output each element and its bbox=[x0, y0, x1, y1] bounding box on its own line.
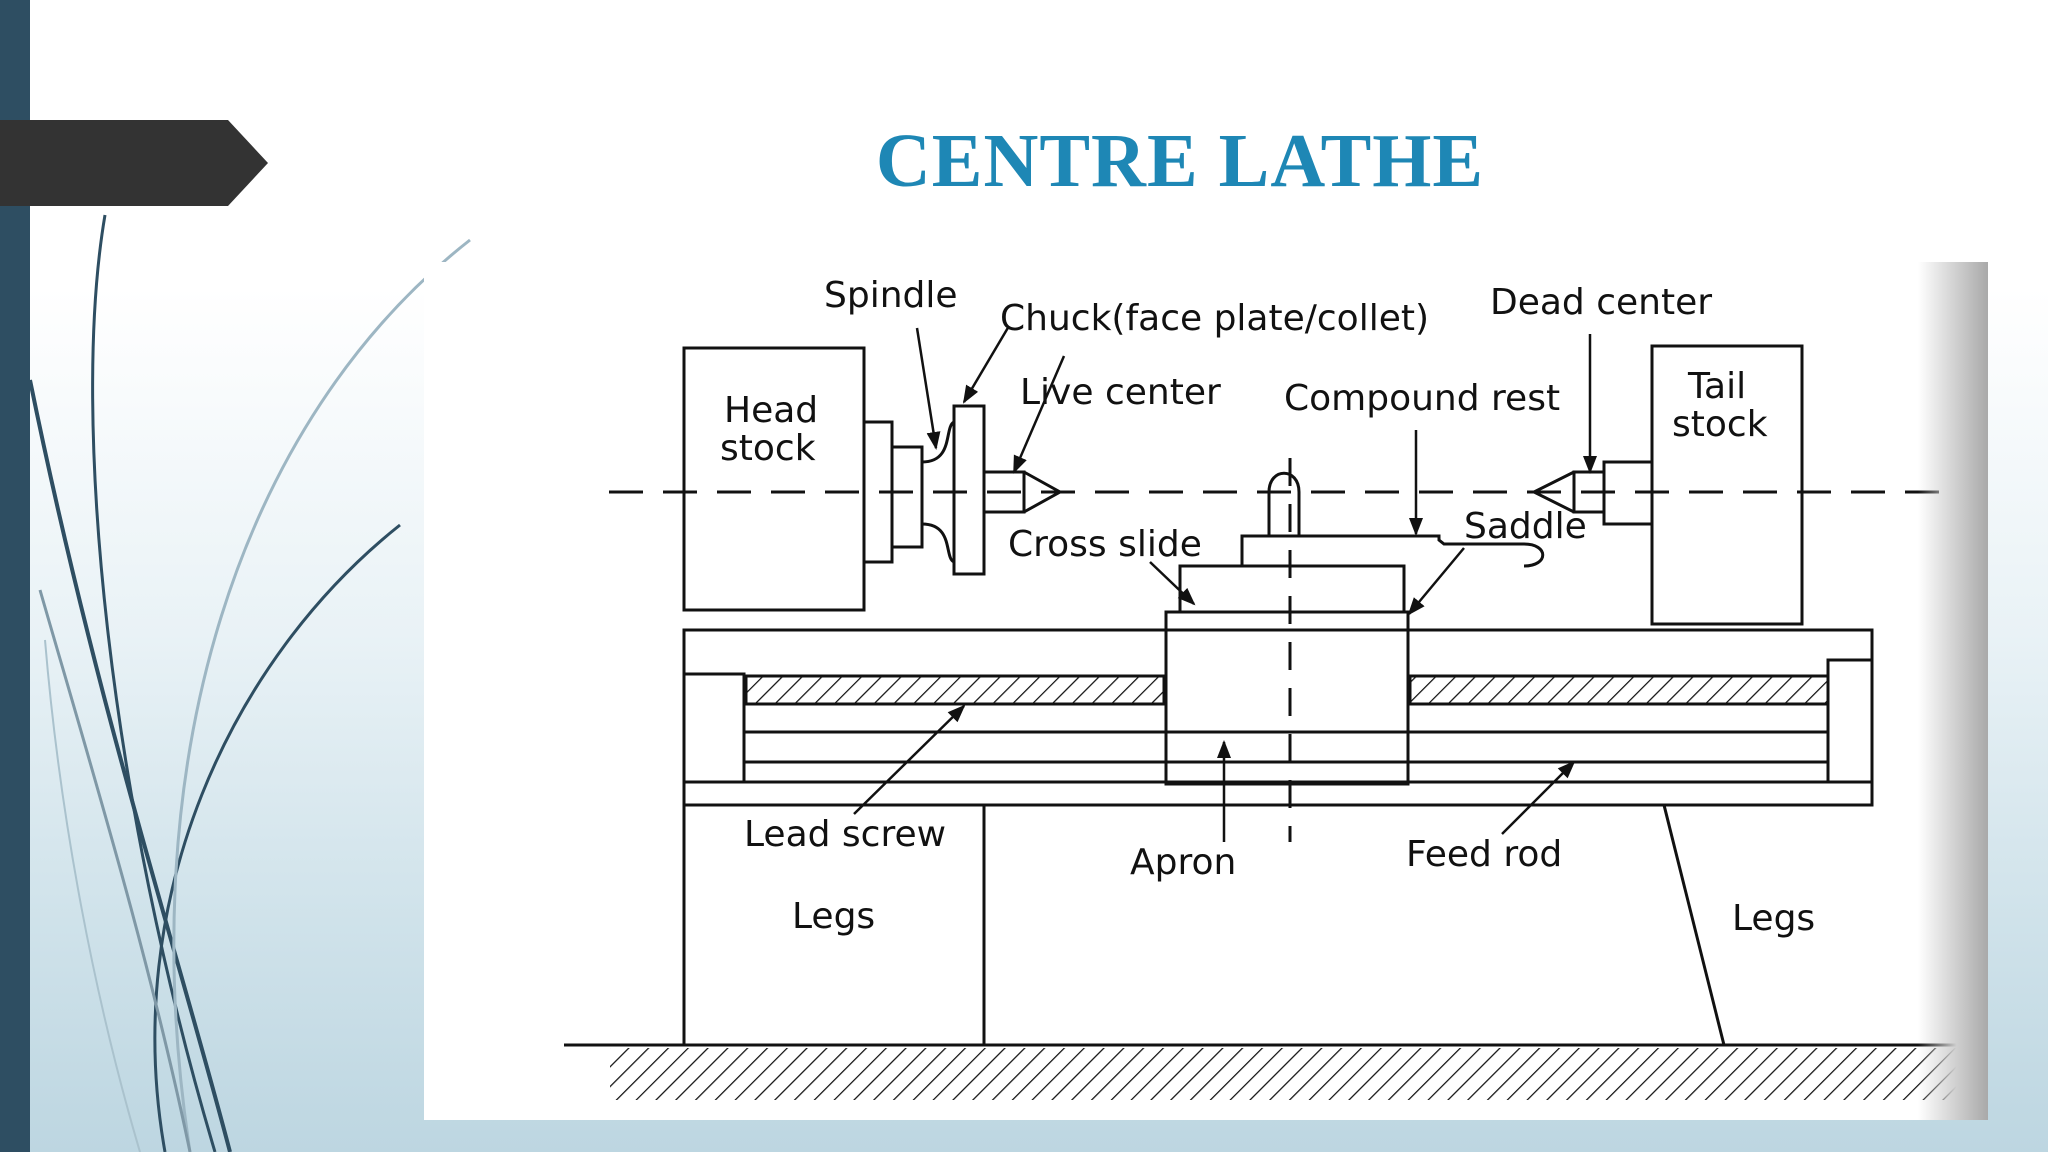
label-compound-rest: Compound rest bbox=[1284, 378, 1560, 419]
diagram-strokes bbox=[564, 344, 1969, 1047]
decorative-swooshes bbox=[28, 214, 471, 1152]
saddle-arrow bbox=[1407, 547, 1465, 616]
lathe-diagram: Spindle Chuck(face plate/collet) Dead ce… bbox=[564, 275, 1969, 1100]
bed-end-left bbox=[682, 672, 746, 784]
lead-screw-arrow bbox=[853, 704, 966, 815]
lead-screw-left bbox=[744, 674, 1166, 706]
lead-screw-right bbox=[1408, 674, 1830, 706]
compound-rest-body bbox=[1240, 534, 1545, 568]
bed-end-right bbox=[1826, 658, 1874, 784]
feed-rod-arrow bbox=[1501, 760, 1576, 835]
live-center-arrow bbox=[1012, 355, 1066, 474]
chuck-plate bbox=[952, 404, 986, 576]
label-spindle: Spindle bbox=[824, 275, 958, 316]
scan-edge-shadow bbox=[1918, 262, 1988, 1120]
label-lead-screw: Lead screw bbox=[744, 814, 946, 855]
lathe-bed bbox=[682, 628, 1874, 807]
leader-arrows bbox=[853, 325, 1597, 842]
cross-slide-arrow bbox=[1149, 561, 1196, 606]
label-live-center: Live center bbox=[1020, 372, 1221, 413]
ground-hatch bbox=[610, 1048, 1968, 1100]
title-arrow-shape bbox=[0, 120, 268, 206]
head-stock-block bbox=[682, 346, 866, 612]
lathe-diagram-figure: Spindle Chuck(face plate/collet) Dead ce… bbox=[424, 262, 1988, 1120]
tool-post bbox=[1267, 471, 1301, 536]
spindle-body bbox=[890, 445, 924, 549]
slide-title: CENTRE LATHE bbox=[875, 119, 1485, 203]
saddle-plate bbox=[1178, 564, 1406, 614]
label-tail-stock-line2: stock bbox=[1672, 404, 1768, 445]
label-legs-left: Legs bbox=[792, 896, 875, 937]
label-feed-rod: Feed rod bbox=[1406, 834, 1562, 875]
label-cross-slide: Cross slide bbox=[1008, 524, 1202, 565]
label-legs-right: Legs bbox=[1732, 898, 1815, 939]
label-dead-center: Dead center bbox=[1490, 282, 1712, 323]
live-center-body bbox=[982, 470, 1026, 514]
label-head-stock-line1: Head bbox=[724, 390, 818, 431]
leg-right-slant bbox=[1662, 804, 1726, 1046]
label-tail-stock-line1: Tail bbox=[1687, 366, 1746, 407]
label-apron: Apron bbox=[1130, 842, 1236, 883]
spindle-arrow bbox=[915, 327, 941, 450]
label-chuck: Chuck(face plate/collet) bbox=[1000, 298, 1429, 339]
apron-block bbox=[1164, 610, 1410, 786]
dead-center-tip bbox=[1530, 470, 1575, 514]
label-saddle: Saddle bbox=[1464, 506, 1587, 547]
label-head-stock-line2: stock bbox=[720, 428, 816, 469]
chuck-arrow bbox=[962, 325, 1011, 404]
